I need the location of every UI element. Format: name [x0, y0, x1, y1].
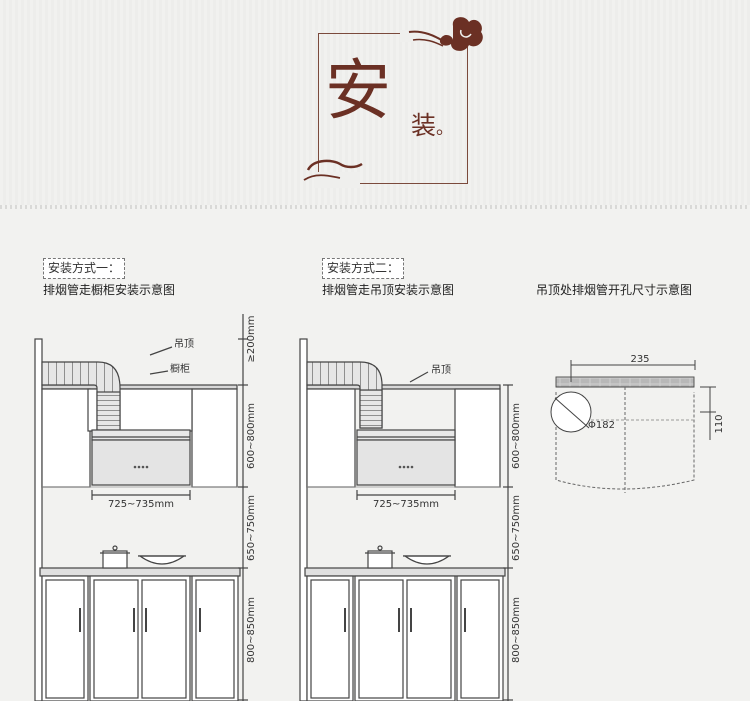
cabinet-label: 橱柜	[170, 362, 190, 375]
ceiling-label: 吊顶	[174, 338, 194, 350]
vertical-dim-label: 110	[714, 414, 725, 433]
diagram-method1: 吊顶 橱柜 725~735mm ≥200mm 600~800mm 650~750…	[34, 314, 257, 701]
counter-dim-label: 650~750mm	[511, 495, 522, 561]
method2-tag: 安装方式二：	[322, 258, 405, 279]
width-dim-label: 725~735mm	[108, 499, 174, 510]
width-dim-label: 725~735mm	[373, 499, 439, 510]
hole-caption: 吊顶处排烟管开孔尺寸示意图	[536, 283, 693, 297]
top-dim-label: ≥200mm	[246, 316, 257, 363]
method2-caption: 排烟管走吊顶安装示意图	[322, 283, 455, 297]
diameter-label: Φ182	[588, 420, 615, 431]
method1-caption: 排烟管走橱柜安装示意图	[43, 283, 176, 297]
title-frame	[318, 33, 468, 184]
horizontal-dim-label: 235	[630, 354, 649, 365]
base-dim-label: 800~850mm	[511, 597, 522, 663]
base-dim-label: 800~850mm	[246, 597, 257, 663]
subtitle-char: 装。	[411, 111, 455, 140]
hood-dim-label: 600~800mm	[511, 403, 522, 469]
header-band	[0, 0, 750, 205]
ceiling-label: 吊顶	[431, 364, 451, 376]
header-divider	[0, 205, 750, 209]
wind-swirl-icon	[303, 159, 363, 181]
cloud-icon	[408, 17, 483, 51]
method1-tag: 安装方式一：	[43, 258, 126, 279]
title-char: 安	[325, 52, 391, 129]
diagram-hole: 235 110 Φ182	[550, 354, 725, 493]
counter-dim-label: 650~750mm	[246, 495, 257, 561]
hood-dim-label: 600~800mm	[246, 403, 257, 469]
diagram-method2: 吊顶 725~735mm 600~800mm 650~750mm 800~850…	[299, 338, 522, 701]
